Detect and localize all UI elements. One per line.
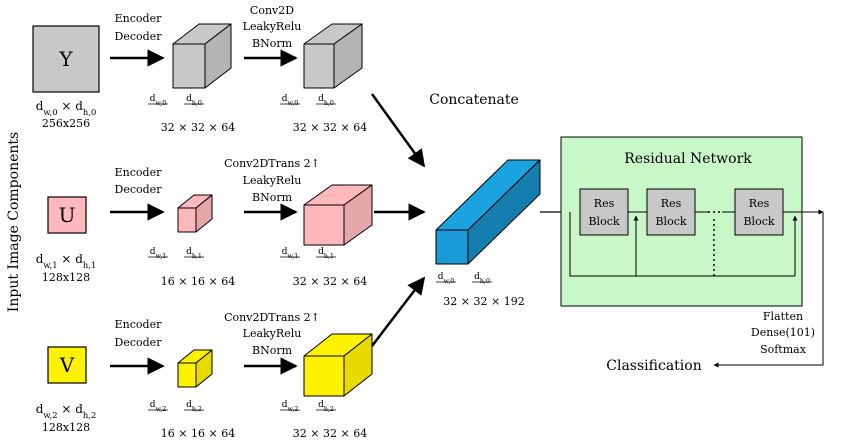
encoder-formula: dw,1 dh,1 <box>148 247 204 260</box>
cube-front-face <box>303 204 345 246</box>
classification-label: Classification <box>606 358 701 374</box>
op-line-2: LeakyRelu <box>243 174 302 187</box>
encoder-formula: dw,2 dh,2 <box>148 400 204 413</box>
fraction-numerator: dh,2 <box>318 400 334 413</box>
encoder-label: Encoder <box>115 318 162 331</box>
concat-block: Concatenate dw,0 dh,0 32 × 32 × 192 <box>429 92 541 308</box>
op-line-3: BNorm <box>252 191 293 204</box>
fraction-numerator: dh,2 <box>186 400 202 413</box>
op-line-1: Conv2DTrans 2↑ <box>224 157 320 170</box>
head-path <box>713 212 824 368</box>
arrow-v-to-concat <box>371 276 426 347</box>
res-block-label: Block <box>588 215 619 228</box>
res-block-label: Res <box>661 197 682 210</box>
op-line-3: BNorm <box>252 344 293 357</box>
encoder-formula: dw,0 dh,0 <box>148 94 204 107</box>
fraction-numerator: dw,2 <box>150 400 166 413</box>
row-v: V dw,2 × dh,2 128x128 Encoder Decoder dw… <box>36 276 426 440</box>
op-line-2: LeakyRelu <box>243 20 302 33</box>
cube-front-face <box>177 207 197 233</box>
decoder-label: Decoder <box>115 336 163 349</box>
output-cube-v <box>303 333 373 397</box>
output-size: 32 × 32 × 64 <box>293 275 367 288</box>
fraction-numerator: dw,0 <box>282 94 298 107</box>
classifier-head: Flatten Dense(101) Softmax Classificatio… <box>606 212 824 374</box>
res-block-2 <box>646 188 696 236</box>
concat-cube <box>435 159 541 265</box>
input-channel-label: Y <box>58 47 73 71</box>
encoder-cube-v <box>177 349 213 388</box>
op-line-1: Conv2DTrans 2↑ <box>224 311 320 324</box>
input-size: 128x128 <box>42 421 90 434</box>
encoder-label: Encoder <box>115 12 162 25</box>
head-line-2: Dense(101) <box>751 326 815 339</box>
cube-front-face <box>172 43 206 89</box>
residual-network-title: Residual Network <box>624 151 752 167</box>
op-line-3: BNorm <box>252 37 293 50</box>
encoder-cube-y <box>172 23 232 89</box>
fraction-numerator: dh,0 <box>474 272 490 285</box>
output-cube-u <box>303 184 373 246</box>
op-line-2: LeakyRelu <box>243 327 302 340</box>
output-formula: dw,2 dh,2 <box>280 400 336 413</box>
encoder-label: Encoder <box>115 166 162 179</box>
head-line-3: Softmax <box>760 343 807 356</box>
res-block-1 <box>579 188 629 236</box>
fraction-numerator: dw,1 <box>150 247 166 260</box>
input-dims: dw,2 × dh,2 <box>36 402 97 420</box>
cube-front-face <box>303 43 335 89</box>
res-block-label: Res <box>594 197 615 210</box>
output-formula: dw,0 dh,0 <box>280 94 336 107</box>
fraction-numerator: dh,1 <box>186 247 202 260</box>
row-u: U dw,1 × dh,1 128x128 Encoder Decoder dw… <box>36 157 426 288</box>
res-block-label: Block <box>655 215 686 228</box>
encoder-size: 16 × 16 × 64 <box>161 275 235 288</box>
side-label: Input Image Components <box>6 132 22 312</box>
concat-label: Concatenate <box>429 92 519 108</box>
skip-connection <box>569 212 795 277</box>
cube-front-face <box>177 362 197 388</box>
encoder-size: 32 × 32 × 64 <box>161 121 235 134</box>
input-size: 256x256 <box>42 117 90 130</box>
head-line-1: Flatten <box>763 310 803 323</box>
cube-front-face <box>303 355 345 397</box>
input-dims: dw,0 × dh,0 <box>36 99 97 117</box>
fraction-numerator: dw,1 <box>282 247 298 260</box>
res-block-label: Block <box>743 215 774 228</box>
row-y: Y dw,0 × dh,0 256x256 Encoder Decoder dw… <box>32 4 426 168</box>
input-channel-label: V <box>59 353 75 377</box>
res-block-3 <box>734 188 784 236</box>
input-channel-label: U <box>59 203 76 227</box>
residual-network: Residual Network Res Block Res Block Res… <box>560 136 824 307</box>
fraction-numerator: dh,0 <box>186 94 202 107</box>
output-size: 32 × 32 × 64 <box>293 427 367 440</box>
input-size: 128x128 <box>42 271 90 284</box>
decoder-label: Decoder <box>115 30 163 43</box>
fraction-numerator: dh,0 <box>318 94 334 107</box>
output-cube-y <box>303 23 363 89</box>
op-line-1: Conv2D <box>250 4 294 17</box>
input-box-v <box>47 346 87 384</box>
fraction-numerator: dw,2 <box>282 400 298 413</box>
concat-size: 32 × 32 × 192 <box>443 295 524 308</box>
input-dims: dw,1 × dh,1 <box>36 252 97 270</box>
encoder-cube-u <box>177 194 213 233</box>
input-box-y <box>32 25 100 93</box>
fraction-numerator: dh,1 <box>318 247 334 260</box>
fraction-numerator: dw,0 <box>438 272 454 285</box>
cube-front-face <box>435 229 469 265</box>
fraction-numerator: dw,0 <box>150 94 166 107</box>
output-size: 32 × 32 × 64 <box>293 121 367 134</box>
input-box-u <box>47 196 87 234</box>
res-block-label: Res <box>749 197 770 210</box>
decoder-label: Decoder <box>115 183 163 196</box>
output-formula: dw,1 dh,1 <box>280 247 336 260</box>
arrow-y-to-concat <box>370 93 426 168</box>
concat-formula: dw,0 dh,0 <box>436 272 492 285</box>
encoder-size: 16 × 16 × 64 <box>161 427 235 440</box>
